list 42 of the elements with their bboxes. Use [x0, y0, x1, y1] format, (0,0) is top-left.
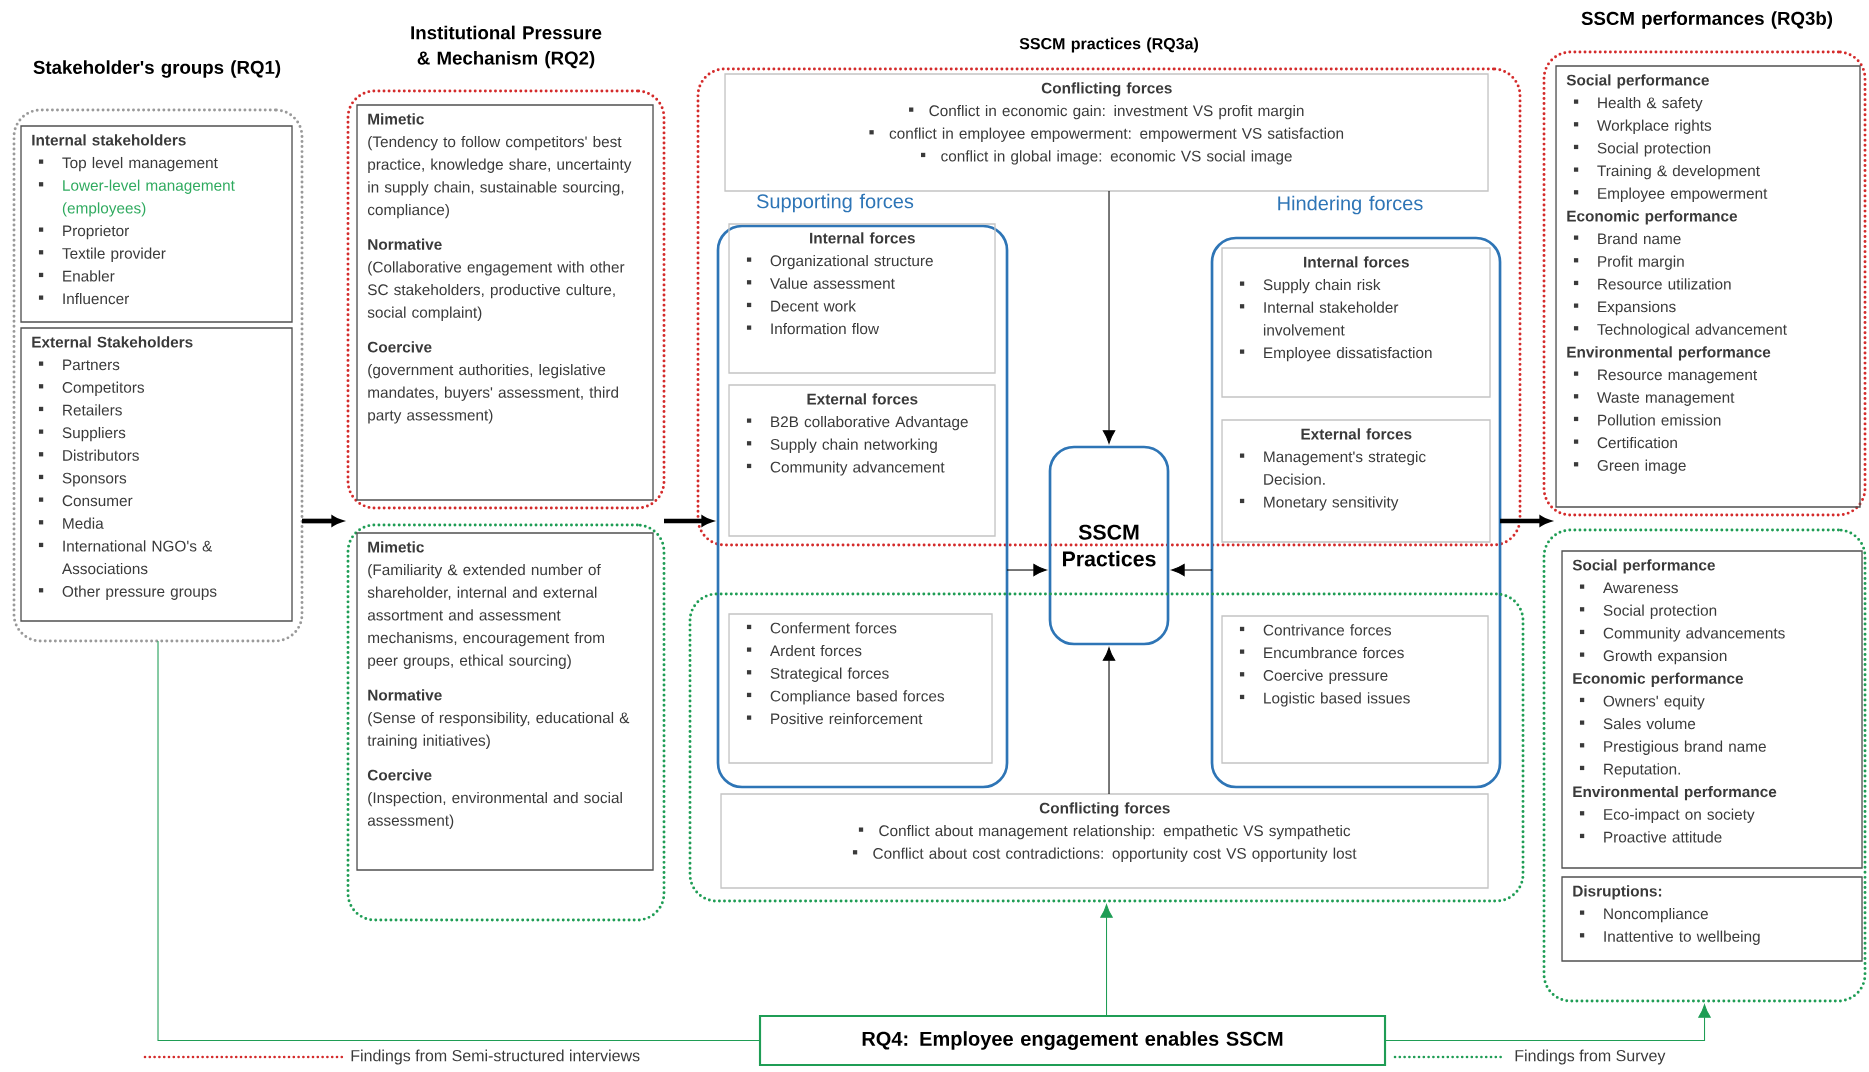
conflict-box: Conflicting forces Conflict about management relationship: empathetic VS sympathetic Conflict about cost contradictions: opportunity cost VS opportunity lost [720, 793, 1489, 889]
dotted-frame [346, 523, 666, 922]
pressure-box: Mimetic (Familiarity & extended number of shareholder, internal and external assortment and assessment mechanisms, encouragement from peer groups, ethical sourcing) Normative (Sense of responsibility, educational & training initiatives) Coercive (Inspection, environmental and social assessment) [356, 532, 654, 871]
force-list-box: Internal forces Supply chain risk Internal stakeholder involvement Employee dissatisfaction [1221, 247, 1491, 398]
arrow [1171, 563, 1213, 577]
dotted-frame [1542, 528, 1867, 1003]
force-list-box: Internal forces Organizational structure Value assessment Decent work Information flow [728, 223, 996, 374]
arrow [1102, 647, 1116, 795]
force-group-frame [716, 224, 1009, 789]
legend-item: Findings from Survey [1393, 1049, 1666, 1065]
arrow [1102, 190, 1116, 444]
force-list-box: External forces Management's strategic Decision. Monetary sensitivity [1221, 419, 1491, 543]
stakeholder-list-box: Internal stakeholders Top level management Lower-level management (employees) Proprietor Textile provider Enabler Influencer [20, 125, 293, 323]
group-heading: Hindering forces [1278, 195, 1423, 215]
arrow [664, 515, 713, 527]
arrow [302, 515, 343, 527]
force-list-box: Conferment forces Ardent forces Strategical forces Compliance based forces Positive reinforcement [728, 613, 993, 764]
dotted-frame [696, 67, 1522, 547]
arrow [1100, 904, 1113, 1017]
performance-box: Social performance Awareness Social protection Community advancements Growth expansion Economic performance Owners' equity Sales volume Prestigious brand name Reputation. Environmental performance Eco-impact on society Proactive attitude [1561, 550, 1863, 869]
pressure-box: Mimetic (Tendency to follow competitors' best practice, knowledge share, uncertainty in supply chain, sustainable sourcing, compliance) Normative (Collaborative engagement with other SC stakeholders, productive culture, social complaint) Coercive (government authorities, legislative mandates, buyers' assessment, third party assessment) [356, 104, 654, 501]
force-list-box: External forces B2B collaborative Advantage Supply chain networking Community advancement [728, 384, 996, 537]
performance-box: Social performance Health & safety Workplace rights Social protection Training & development Employee empowerment Economic performance Brand name Profit margin Resource utilization Expansions Technological advancement Environmental performance Resource management Waste management Pollution emission Certification Green image [1555, 65, 1861, 508]
column-heading: Institutional Pressure & Mechanism (RQ2) [411, 25, 602, 69]
force-list-box: Contrivance forces Encumbrance forces Coercive pressure Logistic based issues [1221, 615, 1489, 764]
practice-box: SSCM Practices [1048, 445, 1170, 646]
conflict-box: Conflicting forces Conflict in economic gain: investment VS profit margin conflict in employee empowerment: empowerment VS satisfaction conflict in global image: economic VS social image [724, 73, 1489, 192]
column-heading: SSCM performances (RQ3b) [1581, 11, 1833, 29]
arrow [1500, 515, 1551, 527]
arrow [1384, 1004, 1711, 1042]
arrow [1006, 563, 1047, 577]
column-heading: Stakeholder's groups (RQ1) [33, 60, 281, 78]
dotted-frame [688, 592, 1525, 903]
column-heading: SSCM practices (RQ3a) [1019, 37, 1198, 53]
force-group-frame [1210, 236, 1502, 789]
legend-item: Findings from Semi-structured interviews [143, 1049, 640, 1065]
dotted-frame [12, 108, 304, 643]
group-heading: Supporting forces [757, 193, 914, 213]
performance-box: Disruptions: Noncompliance Inattentive to wellbeing [1561, 876, 1863, 962]
connector-line [157, 640, 761, 1042]
stakeholder-list-box: External Stakeholders Partners Competitors Retailers Suppliers Distributors Sponsors Consumer Media International NGO's & Associations Other pressure groups [20, 327, 293, 622]
question-box: RQ4: Employee engagement enables SSCM [758, 1014, 1387, 1067]
